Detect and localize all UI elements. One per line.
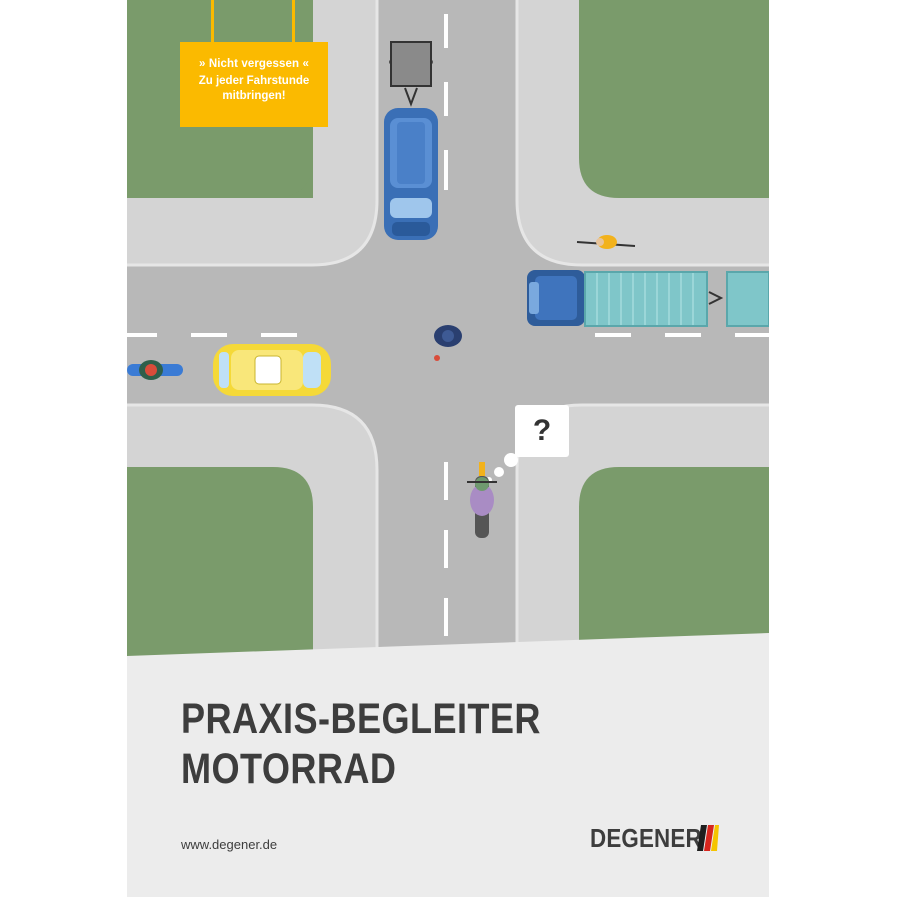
intersection-illustration bbox=[127, 0, 769, 660]
pedestrian bbox=[434, 325, 462, 361]
flag-stripes-icon bbox=[697, 825, 719, 851]
grass-block-bottom-left bbox=[127, 467, 313, 660]
reminder-tag: » Nicht vergessen « Zu jeder Fahrstunde … bbox=[180, 42, 328, 127]
title-line-1: PRAXIS-BEGLEITER bbox=[181, 695, 541, 743]
title-line-2: MOTORRAD bbox=[181, 745, 397, 793]
question-mark: ? bbox=[532, 414, 552, 447]
title-band bbox=[127, 633, 769, 897]
truck bbox=[527, 270, 769, 327]
yellow-car bbox=[213, 344, 331, 396]
degener-logo: DEGENER bbox=[590, 823, 720, 853]
cover-title: PRAXIS-BEGLEITER MOTORRAD bbox=[181, 694, 541, 794]
website-url: www.degener.de bbox=[181, 837, 278, 852]
blue-van bbox=[384, 108, 438, 240]
grass-block-top-right bbox=[579, 0, 769, 198]
grass-block-bottom-right bbox=[579, 467, 769, 660]
cyclist bbox=[576, 235, 636, 249]
tag-string-right bbox=[292, 0, 295, 42]
thought-bubble bbox=[486, 405, 569, 483]
motorcycle-left bbox=[127, 360, 183, 380]
brand-wordmark: DEGENER bbox=[590, 822, 702, 853]
trailer bbox=[389, 41, 433, 107]
tag-line-2: Zu jeder Fahrstunde mitbringen! bbox=[198, 75, 310, 102]
book-cover: » Nicht vergessen « Zu jeder Fahrstunde … bbox=[127, 0, 769, 897]
motorcyclist bbox=[467, 462, 497, 538]
tag-string-left bbox=[211, 0, 214, 42]
tag-line-1: » Nicht vergessen « bbox=[199, 58, 309, 70]
